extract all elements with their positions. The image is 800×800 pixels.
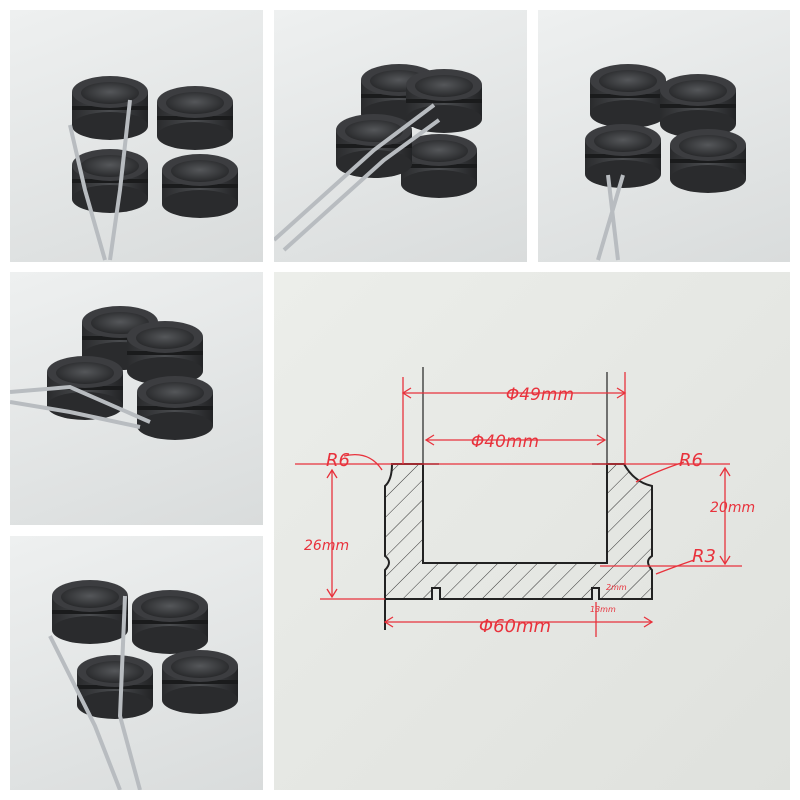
dim-groove-offset-label: 13mm [590, 605, 616, 614]
crucible-photo-image [68, 76, 238, 261]
crucible-photo-image [274, 64, 482, 252]
radius-groove-label: R3 [692, 546, 716, 567]
photo-crucibles-1 [10, 10, 263, 262]
radius-left-label: R6 [326, 450, 350, 471]
radius-right-label: R6 [679, 450, 703, 471]
crucible-photo-image [585, 64, 746, 261]
crucible-photo-image [48, 580, 238, 790]
crucible-cross-section-drawing: Φ49mm Φ40mm R6 R6 20mm 26mm R3 2mm 13mm … [295, 367, 755, 637]
technical-drawing-panel: Φ49mm Φ40mm R6 R6 20mm 26mm R3 2mm 13mm … [274, 272, 790, 790]
dimension-lines [295, 372, 742, 637]
dim-height-total-label: 26mm [304, 538, 349, 554]
dim-height-right-label: 20mm [710, 500, 755, 516]
dim-outer-bottom-label: Φ60mm [479, 616, 551, 637]
photo-crucibles-2 [274, 10, 527, 262]
crucible-photo-image [10, 306, 213, 440]
photo-crucibles-3 [538, 10, 790, 262]
cross-section-outline [384, 463, 653, 600]
photo-crucibles-5 [10, 536, 263, 790]
dim-outer-top-label: Φ49mm [506, 385, 574, 405]
photo-crucibles-4 [10, 272, 263, 525]
dim-inner-label: Φ40mm [471, 432, 539, 452]
dim-groove-depth-label: 2mm [606, 583, 627, 592]
